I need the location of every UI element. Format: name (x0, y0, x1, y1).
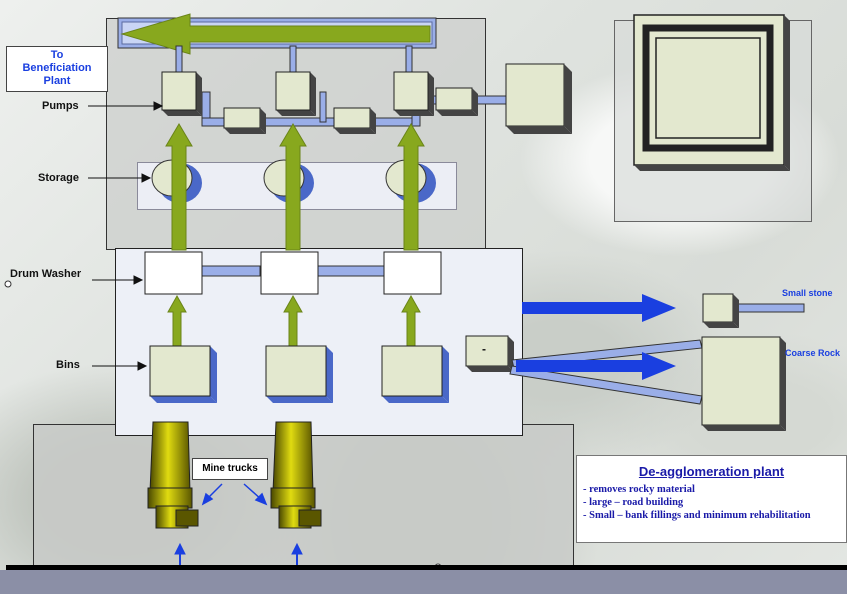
drum-washer-units (145, 252, 441, 294)
bin-up-arrows (168, 296, 420, 346)
mine-truck-pointers (203, 484, 266, 504)
bins-label: Bins (56, 359, 80, 371)
inline-valve-2 (334, 108, 376, 134)
bin-1 (150, 346, 217, 403)
pump-risers (176, 46, 412, 74)
flow-up-arrows (166, 124, 424, 250)
blue-flow-arrows (516, 294, 676, 380)
screen-unit (466, 336, 514, 372)
pump-2 (276, 72, 316, 116)
water-tank (506, 64, 572, 134)
coarse-rock-pile (702, 337, 786, 431)
settling-pond (634, 15, 790, 171)
callout-item: - Small – bank fillings and minimum reha… (583, 509, 846, 522)
small-stone-label: Small stone (782, 288, 833, 298)
mine-truck-2 (271, 422, 321, 528)
inline-valve-1 (224, 108, 266, 134)
pump-1 (162, 72, 202, 116)
truck-inflow-arrows (175, 544, 302, 566)
mine-truck-1 (148, 422, 198, 528)
callout-title: De-agglomeration plant (583, 464, 846, 479)
to-beneficiation-box: To Beneficiation Plant (6, 46, 108, 92)
pump-3 (394, 72, 434, 116)
callout-item: - large – road building (583, 496, 846, 509)
deagglomeration-callout: De-agglomeration plant - removes rocky m… (576, 455, 847, 543)
small-stone-pile (703, 294, 739, 328)
drum-washer-label: Drum Washer (10, 268, 81, 280)
mine-trucks-label: Mine trucks (202, 463, 258, 474)
bottom-band (0, 570, 847, 594)
screen-minus-label: - (482, 342, 486, 356)
callout-item: - removes rocky material (583, 483, 846, 496)
label-pointers (88, 102, 162, 370)
coarse-rock-label: Coarse Rock (785, 348, 840, 358)
bin-3 (382, 346, 449, 403)
inline-valve-3 (436, 88, 478, 116)
storage-label: Storage (38, 172, 79, 184)
pumps-label: Pumps (42, 100, 79, 112)
bin-2 (266, 346, 333, 403)
marker-left (5, 281, 11, 287)
mine-trucks-box: Mine trucks (192, 458, 268, 480)
to-beneficiation-label: To Beneficiation Plant (17, 49, 97, 88)
